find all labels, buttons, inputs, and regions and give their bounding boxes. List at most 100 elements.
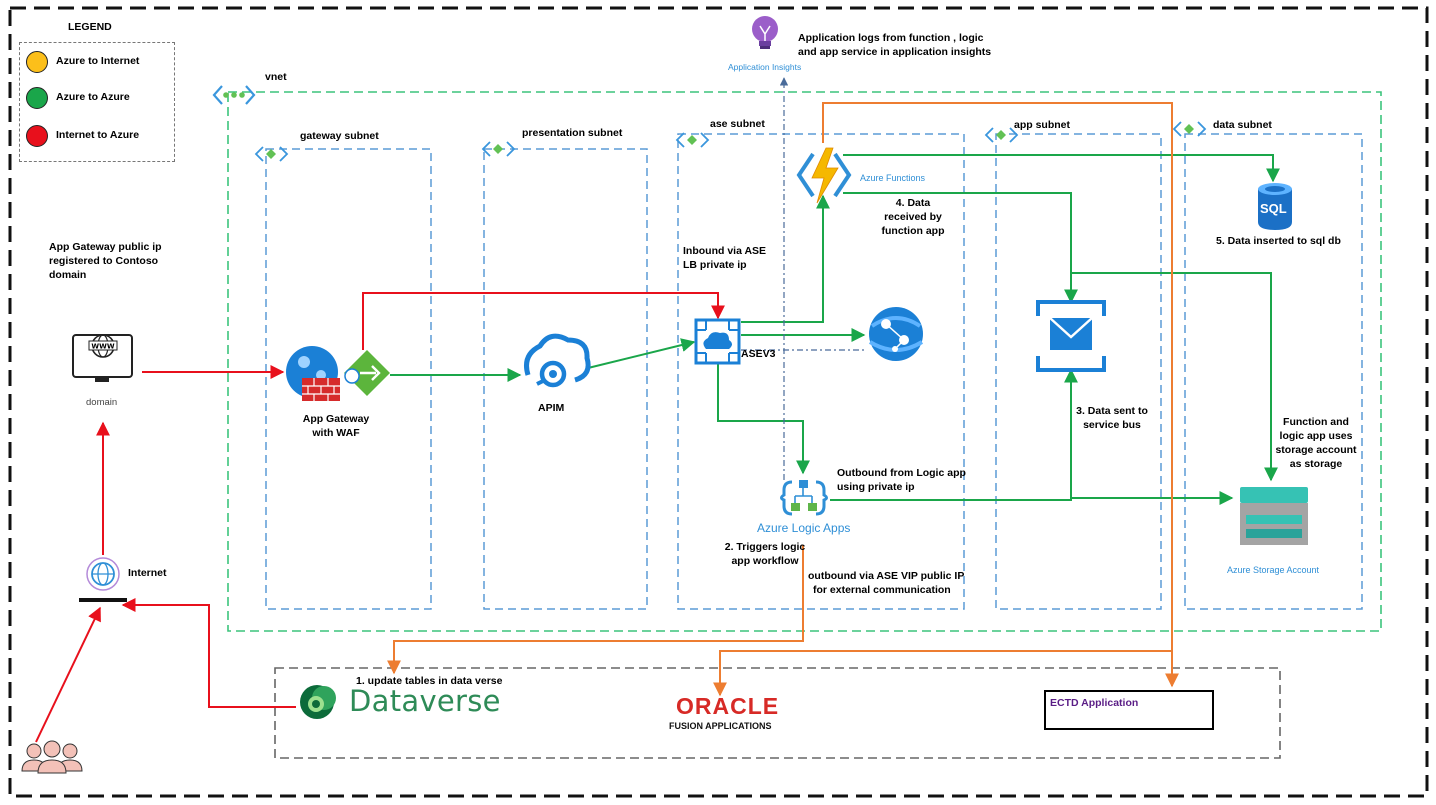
service-bus-note-2: service bus — [1083, 419, 1141, 431]
domain-note-2: registered to Contoso — [49, 255, 159, 267]
data-subnet-icon — [1172, 121, 1207, 137]
trigger-note-2: app workflow — [731, 555, 799, 567]
app-insights-connectors — [741, 77, 865, 480]
functions-note-1: 4. Data — [895, 197, 931, 209]
ase-subnet-label: ase subnet — [710, 118, 765, 130]
dataverse-note: 1. update tables in data verse — [356, 675, 503, 687]
functions-to-sql — [843, 154, 1280, 183]
asev3-note-2: LB private ip — [683, 259, 747, 271]
red-connectors — [35, 292, 725, 743]
internet-label: Internet — [128, 567, 167, 579]
servicebus-to-storage — [1071, 272, 1278, 482]
functions-to-ectd — [822, 102, 1179, 688]
app-insights-label: Application Insights — [728, 62, 802, 72]
app-insights-note-1: Application logs from function , logic — [798, 32, 984, 44]
dataverse-label: Dataverse — [349, 684, 501, 718]
functions-to-oracle — [713, 650, 1172, 697]
vnet-icon — [212, 85, 256, 105]
app-gateway-icon — [286, 346, 390, 401]
presentation-subnet-icon — [481, 141, 516, 157]
app-gateway-label-2: with WAF — [312, 427, 360, 439]
sql-note: 5. Data inserted to sql db — [1216, 235, 1341, 247]
storage-note-1: Function and — [1283, 416, 1349, 428]
app-subnet-icon — [984, 127, 1019, 143]
monitor-www-icon: WWW — [72, 334, 133, 382]
asev3-icon — [694, 318, 741, 365]
asev3-label: ASEV3 — [741, 348, 776, 360]
apim-icon — [524, 333, 591, 388]
vnet-label: vnet — [265, 71, 287, 83]
globe-icon — [79, 557, 127, 602]
logic-apps-label: Azure Logic Apps — [757, 521, 851, 535]
functions-note-3: function app — [881, 225, 945, 237]
users-icon — [21, 740, 83, 774]
dataverse-to-internet — [121, 598, 296, 708]
vnet-boundary — [227, 91, 1382, 632]
apim-label: APIM — [538, 402, 565, 414]
svg-text:WWW: WWW — [91, 343, 114, 351]
azure-functions-icon — [796, 147, 852, 204]
gateway-subnet-label: gateway subnet — [300, 130, 379, 142]
outbound-note-1: outbound via ASE VIP public IP — [808, 570, 965, 582]
presentation-subnet-box — [483, 148, 648, 610]
legend-label: Internet to Azure — [56, 129, 140, 141]
domain-label: domain — [86, 397, 118, 408]
logicapps-to-dataverse — [387, 545, 804, 675]
ectd-application-box: ECTD Application — [1044, 690, 1214, 730]
azure-functions-label: Azure Functions — [860, 173, 926, 183]
legend-dot-green — [26, 87, 48, 109]
legend-title: LEGEND — [68, 21, 112, 33]
service-bus-note-1: 3. Data sent to — [1076, 405, 1148, 417]
outbound-note-2: for external communication — [813, 584, 951, 596]
dataverse-icon — [300, 685, 336, 719]
sql-icon — [1258, 183, 1292, 230]
app-insights-note-2: and app service in application insights — [798, 46, 992, 58]
logic-apps-icon — [780, 480, 828, 516]
functions-note-2: received by — [884, 211, 942, 223]
ectd-label: ECTD Application — [1050, 697, 1139, 709]
legend-label: Azure to Azure — [56, 91, 130, 103]
domain-note-3: domain — [49, 269, 87, 281]
storage-note-3: storage account — [1275, 444, 1357, 456]
legend-label: Azure to Internet — [56, 55, 140, 67]
data-subnet-label: data subnet — [1213, 119, 1272, 131]
storage-note-4: as storage — [1289, 458, 1343, 470]
gateway-subnet-icon — [254, 146, 289, 162]
external-systems-box — [274, 667, 1281, 759]
legend-dot-red — [26, 125, 48, 147]
logic-apps-note-1: Outbound from Logic app — [837, 467, 966, 479]
app-gateway-label-1: App Gateway — [302, 413, 370, 425]
app-subnet-box — [995, 133, 1162, 610]
oracle-sub-label: FUSION APPLICATIONS — [669, 721, 772, 731]
ase-subnet-icon — [675, 132, 710, 148]
users-to-internet — [35, 606, 101, 743]
storage-label: Azure Storage Account — [1227, 565, 1320, 575]
outer-frame — [8, 6, 1429, 798]
asev3-to-logicapps — [717, 363, 810, 475]
asev3-note-1: Inbound via ASE — [683, 245, 767, 257]
application-insights-icon — [752, 16, 778, 49]
storage-note-2: logic app uses — [1279, 430, 1353, 442]
appgw-to-asev3 — [362, 292, 725, 350]
sql-label: SQL — [1260, 201, 1287, 216]
green-connectors — [390, 154, 1280, 505]
gateway-subnet-box — [265, 148, 432, 610]
storage-account-icon — [1240, 487, 1308, 545]
presentation-subnet-label: presentation subnet — [522, 127, 623, 139]
data-subnet-box — [1184, 133, 1363, 610]
oracle-label: ORACLE — [676, 693, 780, 719]
logic-apps-note-2: using private ip — [837, 481, 915, 493]
orange-connectors — [387, 102, 1179, 697]
asev3-to-functions — [741, 194, 830, 323]
functions-to-servicebus — [843, 192, 1078, 304]
app-subnet-label: app subnet — [1014, 119, 1071, 131]
app-service-icon — [868, 307, 924, 361]
apim-to-asev3 — [587, 338, 696, 369]
legend: Azure to Internet Azure to Azure Interne… — [19, 42, 175, 162]
domain-note-1: App Gateway public ip — [49, 241, 162, 253]
service-bus-icon — [1036, 300, 1106, 372]
logicapps-to-storage — [830, 491, 1234, 505]
ase-subnet-box — [677, 133, 965, 610]
legend-dot-yellow — [26, 51, 48, 73]
